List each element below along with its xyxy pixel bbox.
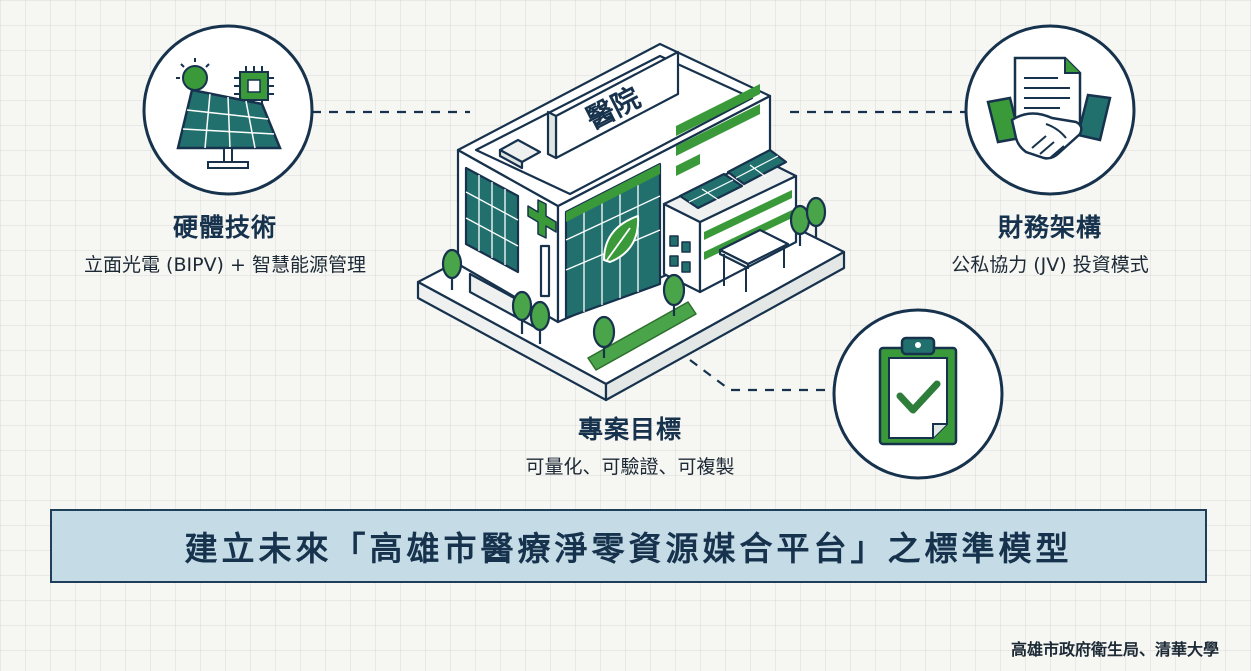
hospital-building <box>416 42 846 402</box>
finance-label: 財務架構 公私協力 (JV) 投資模式 <box>900 208 1200 277</box>
hardware-label: 硬體技術 立面光電 (BIPV) + 智慧能源管理 <box>40 208 410 277</box>
connector-lines <box>312 110 965 392</box>
goal-title: 專案目標 <box>577 415 682 444</box>
leaf-icon <box>603 215 640 263</box>
hardware-icon-circle <box>142 24 314 196</box>
banner-text: 建立未來「高雄市醫療淨零資源媒合平台」之標準模型 <box>184 529 1073 568</box>
clipboard-check-icon <box>878 336 958 446</box>
goal-icon-circle <box>832 308 1004 480</box>
solar-panel-icon <box>176 88 282 169</box>
finance-subtitle: 公私協力 (JV) 投資模式 <box>951 254 1149 276</box>
conclusion-banner: 建立未來「高雄市醫療淨零資源媒合平台」之標準模型 <box>50 509 1207 583</box>
hardware-title: 硬體技術 <box>172 213 277 242</box>
trees <box>441 196 827 358</box>
medical-cross-icon <box>527 199 557 239</box>
finance-title: 財務架構 <box>997 213 1102 242</box>
goal-subtitle: 可量化、可驗證、可複製 <box>525 456 735 478</box>
source-credit: 高雄市政府衛生局、清華大學 <box>1010 640 1219 659</box>
hardware-subtitle: 立面光電 (BIPV) + 智慧能源管理 <box>84 254 366 276</box>
goal-label: 專案目標 可量化、可驗證、可複製 <box>470 410 790 479</box>
contract-handshake-icon <box>986 56 1112 160</box>
finance-icon-circle <box>964 24 1136 196</box>
